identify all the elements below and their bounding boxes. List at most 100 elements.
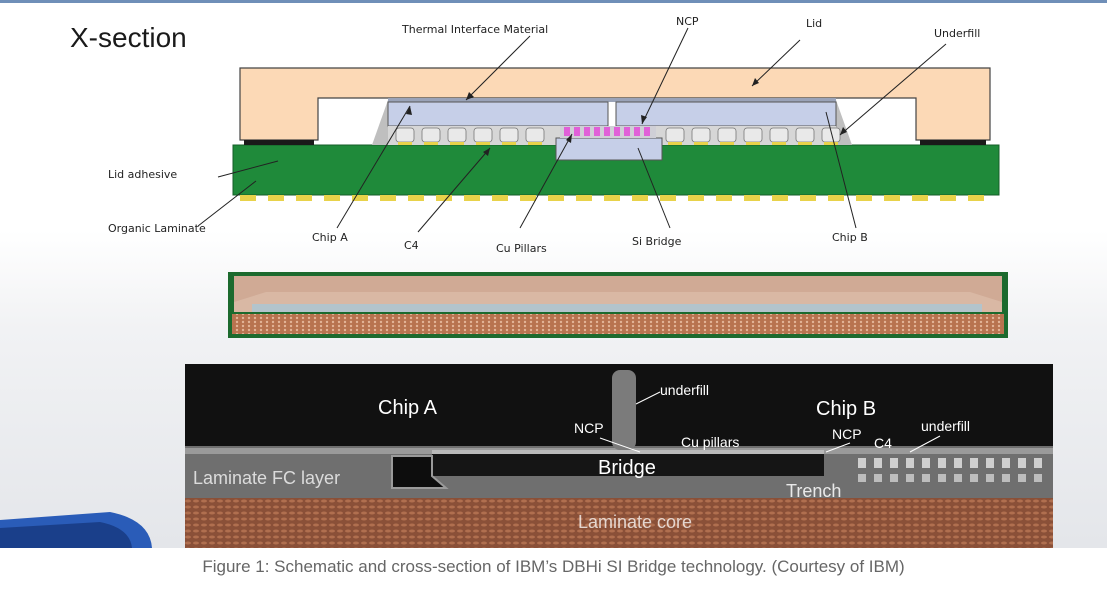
c4-bump: [665, 127, 685, 143]
sem-c4-bump: [970, 458, 978, 468]
bottom-pad: [240, 195, 256, 201]
si-bridge: [555, 137, 663, 161]
sem-c4-bump: [906, 458, 914, 468]
label-chip-b: Chip B: [832, 231, 868, 244]
cu-pillar: [604, 127, 610, 136]
bottom-pad: [828, 195, 844, 201]
c4-bump: [447, 127, 467, 143]
bottom-pad: [408, 195, 424, 201]
page-title: X-section: [70, 22, 187, 53]
cu-pillar: [644, 127, 650, 136]
c4-pad: [528, 142, 542, 145]
figure-stage: X-section: [0, 0, 1107, 548]
sem-c4-bump: [1002, 458, 1010, 468]
sem-c4-bump: [1002, 474, 1010, 482]
sem-label-laminate-core: Laminate core: [578, 512, 692, 532]
chip-a: [387, 101, 609, 127]
leader-arrowheads: [406, 78, 847, 156]
bottom-pad: [716, 195, 732, 201]
bottom-pad: [520, 195, 536, 201]
c4-bump: [769, 127, 789, 143]
label-c4: C4: [404, 239, 419, 252]
sem-c4-bump: [858, 458, 866, 468]
figure-caption: Figure 1: Schematic and cross-section of…: [202, 557, 905, 576]
c4-pad: [424, 142, 438, 145]
c4-bump: [795, 127, 815, 143]
sem-c4-bump: [938, 458, 946, 468]
bottom-pad: [968, 195, 984, 201]
sem-c4-bump: [922, 474, 930, 482]
sem-c4-bump: [890, 458, 898, 468]
sem-c4-bump: [922, 458, 930, 468]
lid-adhesive-right: [920, 140, 986, 145]
c4-pad: [476, 142, 490, 145]
sem-c4-bump: [938, 474, 946, 482]
sem-c4-bump: [858, 474, 866, 482]
c4-pad: [824, 142, 838, 145]
thermal-interface-material: [388, 98, 836, 102]
bottom-pad: [352, 195, 368, 201]
sem-label-cu-pillars: Cu pillars: [681, 434, 739, 450]
bottom-pad: [576, 195, 592, 201]
sem-bridge: [432, 454, 824, 476]
label-underfill: Underfill: [934, 27, 980, 40]
c4-bump: [499, 127, 519, 143]
cu-pillars: [564, 127, 650, 136]
sem-c4-bump: [890, 474, 898, 482]
sem-underfill-column: [612, 370, 636, 450]
bottom-pad: [464, 195, 480, 201]
bottom-pad: [296, 195, 312, 201]
sem-c4-bump: [1018, 474, 1026, 482]
c4-pad: [746, 142, 760, 145]
bottom-pad: [884, 195, 900, 201]
label-chip-a: Chip A: [312, 231, 348, 244]
sem-label-chip-a: Chip A: [378, 397, 438, 419]
bottom-pad: [436, 195, 452, 201]
sem-c4-bump: [1034, 474, 1042, 482]
sem-c4-bump: [954, 458, 962, 468]
c4-pad: [694, 142, 708, 145]
sem-c4-bump: [1034, 458, 1042, 468]
c4-bump: [743, 127, 763, 143]
bottom-pad: [940, 195, 956, 201]
sem-c4-bump: [970, 474, 978, 482]
underfill-left: [372, 100, 392, 145]
bottom-pad: [688, 195, 704, 201]
sem-label-trench: Trench: [786, 481, 841, 501]
lid-adhesive-left: [244, 140, 314, 145]
bottom-pad: [324, 195, 340, 201]
leader-lines: [197, 27, 947, 233]
label-organic-laminate: Organic Laminate: [108, 222, 206, 235]
c4-pad: [720, 142, 734, 145]
c4-pad: [772, 142, 786, 145]
sem-c4-bump: [986, 458, 994, 468]
c4-bump: [525, 127, 545, 143]
laminate-bottom-pads: [240, 195, 984, 201]
c4-pad: [668, 142, 682, 145]
c4-pad: [450, 142, 464, 145]
sem-label-underfill-right: underfill: [921, 418, 970, 434]
cu-pillar: [584, 127, 590, 136]
sem-c4-bump: [986, 474, 994, 482]
bottom-pad: [604, 195, 620, 201]
sem-label-ncp-left: NCP: [574, 420, 604, 436]
cu-pillar: [614, 127, 620, 136]
cu-pillar: [564, 127, 570, 136]
package-photo: [228, 272, 1008, 338]
sem-c4-bump: [954, 474, 962, 482]
bottom-pad: [268, 195, 284, 201]
sem-ncp-strip: [432, 450, 824, 454]
bottom-pad: [632, 195, 648, 201]
chip-b: [615, 101, 837, 127]
cu-pillar: [634, 127, 640, 136]
sem-label-underfill-center: underfill: [660, 382, 709, 398]
bottom-pad: [660, 195, 676, 201]
bottom-pad: [772, 195, 788, 201]
ibm-logo-fragment: [0, 512, 152, 548]
sem-label-laminate-fc-layer: Laminate FC layer: [193, 468, 340, 488]
c4-pad: [798, 142, 812, 145]
sem-label-ncp-right: NCP: [832, 426, 862, 442]
top-border: [0, 0, 1107, 3]
sem-label-bridge: Bridge: [598, 457, 656, 479]
bottom-pad: [548, 195, 564, 201]
